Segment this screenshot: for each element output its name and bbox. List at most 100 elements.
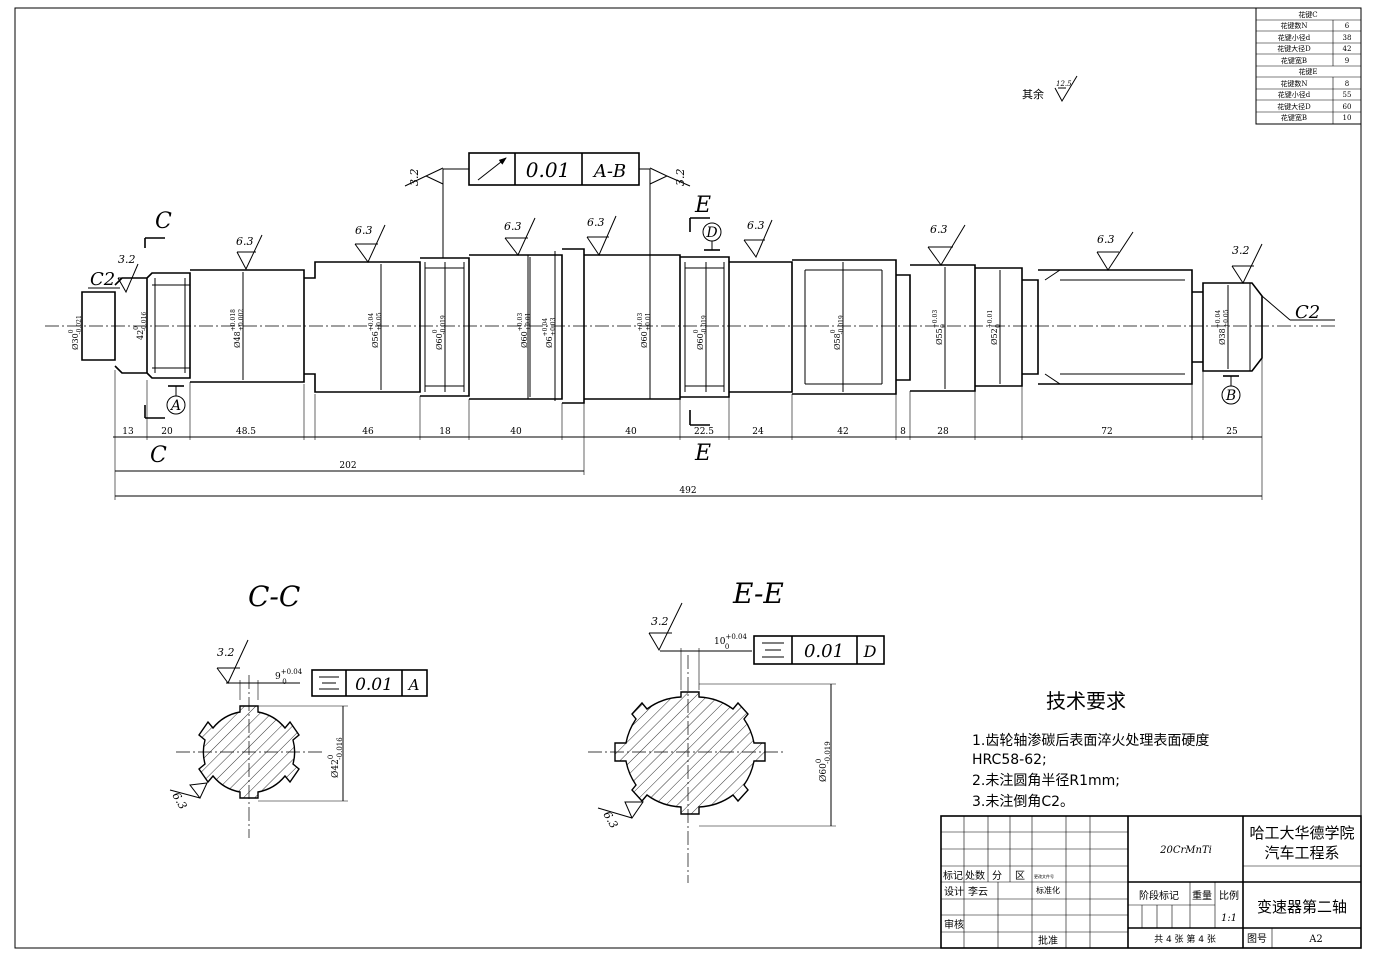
roughness-symbols: 3.2 3.2 3.2 6.3 6.3 6.3 6.3 6.3 6.3 6.3 … [117,167,1263,294]
datum-d: D [705,225,717,241]
spline-c-dd-value: 42 [1343,45,1352,53]
cc-roughness-side: 6.3 [169,790,189,812]
tb-part-name: 变速器第二轴 [1257,898,1347,916]
svg-text:12.5: 12.5 [1056,80,1072,88]
dia-label-58: Ø580-0.019 [830,315,845,350]
tb-school: 哈工大华德学院 [1249,824,1354,842]
len-22-5: 22.5 [694,427,714,437]
spline-c-b-value: 9 [1345,57,1349,65]
cc-roughness-top: 3.2 [217,646,235,659]
datum-a: A [169,398,181,414]
chamfer-right: C2 [1295,302,1320,323]
ee-roughness-side: 6.3 [600,809,620,831]
dia-label-38: Ø38+0.04+0.05 [1215,309,1230,345]
tech-req-title: 技术要求 [1046,689,1126,713]
len-18: 18 [439,427,451,437]
tech-req-line2: 2.未注圆角半径R1mm; [972,773,1120,789]
tb-drawing-no-label: 图号 [1247,933,1267,945]
diameter-labels: Ø300-0.021 420-0.016 Ø48+0.018+0.002 Ø56… [68,309,1230,350]
tb-rev-c5: 更改文件号 [1034,873,1054,879]
roughness-label-11: 3.2 [1232,244,1250,257]
roughness-label-4: 6.3 [236,235,254,248]
roughness-label-6: 6.3 [504,220,522,233]
cc-frame-tol: 0.01 [355,675,393,695]
len-28: 28 [937,427,949,437]
cc-dia-dim: Ø420-0.016 [327,737,344,778]
runout-datum: A-B [592,161,626,182]
general-roughness-note: 其余 12.5 [1022,75,1078,103]
datum-labels: A B D [166,222,1241,415]
ee-frame-tol: 0.01 [804,641,844,662]
tech-req-line1b: HRC58-62; [972,752,1047,768]
section-c-bottom: C [150,443,167,468]
dia-label-48: Ø48+0.018+0.002 [230,309,245,348]
dia-label-60b: Ø60+0.03+0.01 [517,312,532,348]
roughness-label-2: 3.2 [674,169,687,187]
roughness-label-10: 6.3 [1097,233,1115,246]
tb-drawing-no: A2 [1308,934,1323,945]
dia-label-56: Ø56+0.04+0.05 [368,312,383,348]
tb-designer-label: 设计 [944,885,964,898]
runout-tolerance-frame: 0.01 A-B [442,152,651,258]
dia-label-60d: Ø600-0.019 [693,315,708,350]
roughness-label-1: 3.2 [408,169,421,187]
ee-roughness-top: 3.2 [651,615,669,628]
cc-frame-datum: A [407,676,420,694]
dia-label-6: Ø6+0.04+0.03 [542,317,557,348]
dia-label-55: Ø55+0.030 [932,310,947,345]
spline-e-dd-label: 花键大径D [1277,102,1311,111]
chamfer-left: C2 [90,269,115,290]
spline-e-d-value: 55 [1343,91,1352,99]
tb-approve-label: 批准 [1038,934,1058,947]
len-8: 8 [900,427,906,437]
dia-label-30: Ø300-0.021 [68,315,83,350]
dia-label-60a: Ø600-0.019 [432,315,447,350]
len-20: 20 [161,427,173,437]
section-c-top: C [155,209,172,234]
spline-c-header: 花键C [1298,10,1317,19]
dia-label-52: Ø52+0.010 [987,310,1002,345]
len-13: 13 [122,427,134,437]
tb-sheets: 共 4 张 第 4 张 [1154,933,1216,945]
tb-scale: 1:1 [1221,913,1237,924]
spline-c-d-value: 38 [1343,34,1352,42]
spline-e-d-label: 花键小径d [1278,90,1311,99]
spline-c-n-label: 花键数N [1280,21,1307,30]
spline-e-n-value: 8 [1345,80,1349,88]
tb-rev-c4: 区 [1015,870,1025,882]
roughness-label-3: 3.2 [118,253,136,266]
roughness-label-9: 6.3 [930,223,948,236]
title-block: 20CrMnTi 哈工大华德学院 汽车工程系 变速器第二轴 标记 处数 分 区 … [940,815,1362,949]
spline-c-n-value: 6 [1345,22,1350,30]
ee-frame-datum: D [863,642,877,661]
spline-c-dd-label: 花键大径D [1277,44,1311,53]
tb-stage-label: 阶段标记 [1139,889,1179,902]
shaft-main-view: Ø300-0.021 420-0.016 Ø48+0.018+0.002 Ø56… [45,152,1335,500]
section-cc-title: C-C [248,580,300,613]
section-ee-title: E-E [732,577,784,610]
svg-text:其余: 其余 [1022,87,1044,101]
datum-b: B [1225,388,1236,404]
spline-e-b-label: 花键宽B [1281,113,1307,122]
len-42: 42 [837,427,848,437]
tech-req-line1: 1.齿轮轴渗碳后表面淬火处理表面硬度 [972,733,1209,749]
chamfer-labels: C2 C2 [88,269,1335,323]
spline-c-b-label: 花键宽B [1281,56,1307,65]
tb-rev-c3: 分 [992,870,1002,882]
spline-e-dd-value: 60 [1343,103,1352,111]
spline-e-b-value: 10 [1343,114,1352,122]
length-dimensions: 13 20 48.5 46 18 40 40 22.5 24 42 8 28 7… [113,358,1263,500]
spline-e-n-label: 花键数N [1280,79,1307,88]
dia-label-42: 420-0.016 [133,312,148,340]
tb-material: 20CrMnTi [1159,845,1212,856]
roughness-label-5: 6.3 [355,224,373,237]
len-24: 24 [752,427,764,437]
tb-rev-c1: 标记 [943,870,963,882]
sheet-border [14,7,1362,949]
spline-c-d-label: 花键小径d [1278,33,1311,42]
len-total-492: 492 [679,486,696,496]
tb-designer: 李云 [968,885,988,898]
